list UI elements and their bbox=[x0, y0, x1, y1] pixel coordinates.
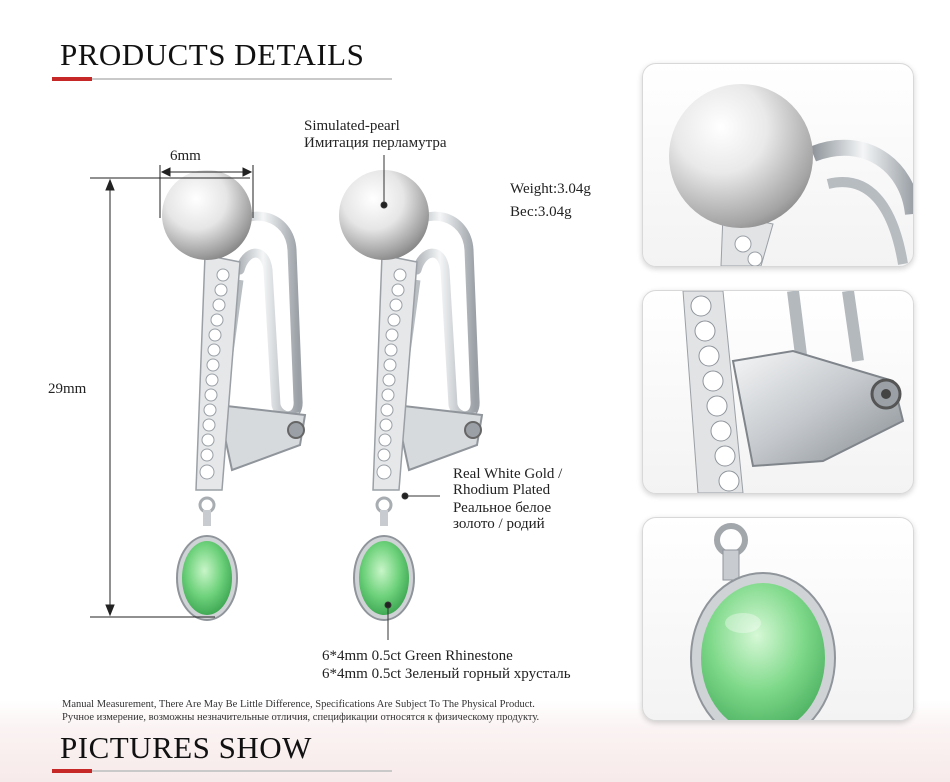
weight-label-ru: Вес:3.04g bbox=[510, 204, 572, 220]
weight-label-en: Weight:3.04g bbox=[510, 181, 591, 197]
plating-line-1: Real White Gold / bbox=[453, 466, 563, 482]
height-label: 29mm bbox=[48, 381, 87, 397]
earring-illustration bbox=[90, 155, 484, 640]
dimension-lines bbox=[90, 165, 254, 618]
plating-line-4: золото / родий bbox=[453, 516, 545, 532]
stone-label-ru: 6*4mm 0.5ct Зеленый горный хрусталь bbox=[322, 666, 571, 682]
plating-line-3: Реальное белое bbox=[453, 500, 552, 516]
pictures-show-title: PICTURES SHOW bbox=[60, 730, 312, 765]
disclaimer-en: Manual Measurement, There Are May Be Lit… bbox=[62, 699, 535, 710]
detail-panel-clasp bbox=[642, 290, 914, 494]
detail-panel-stone bbox=[642, 517, 914, 721]
width-label: 6mm bbox=[170, 148, 201, 164]
leader-lines bbox=[380, 155, 440, 640]
disclaimer-ru: Ручное измерение, возможны незначительны… bbox=[62, 712, 540, 723]
detail-panel-pearl bbox=[642, 63, 914, 267]
earring-right bbox=[339, 170, 484, 621]
stone-closeup-image bbox=[690, 523, 836, 720]
plating-line-2: Rhodium Plated bbox=[453, 482, 551, 498]
footer-title-underline-accent bbox=[52, 769, 92, 773]
products-details-title: PRODUCTS DETAILS bbox=[60, 37, 365, 72]
title-underline bbox=[52, 77, 392, 81]
earring-left bbox=[162, 170, 307, 621]
title-underline-accent bbox=[52, 77, 92, 81]
pearl-label-en: Simulated-pearl bbox=[304, 118, 400, 134]
stone-label-en: 6*4mm 0.5ct Green Rhinestone bbox=[322, 648, 513, 664]
clasp-closeup-image bbox=[682, 291, 905, 493]
footer-title-underline bbox=[52, 769, 392, 773]
pearl-label-ru: Имитация перламутра bbox=[304, 135, 447, 151]
pearl-closeup-image bbox=[669, 84, 913, 266]
